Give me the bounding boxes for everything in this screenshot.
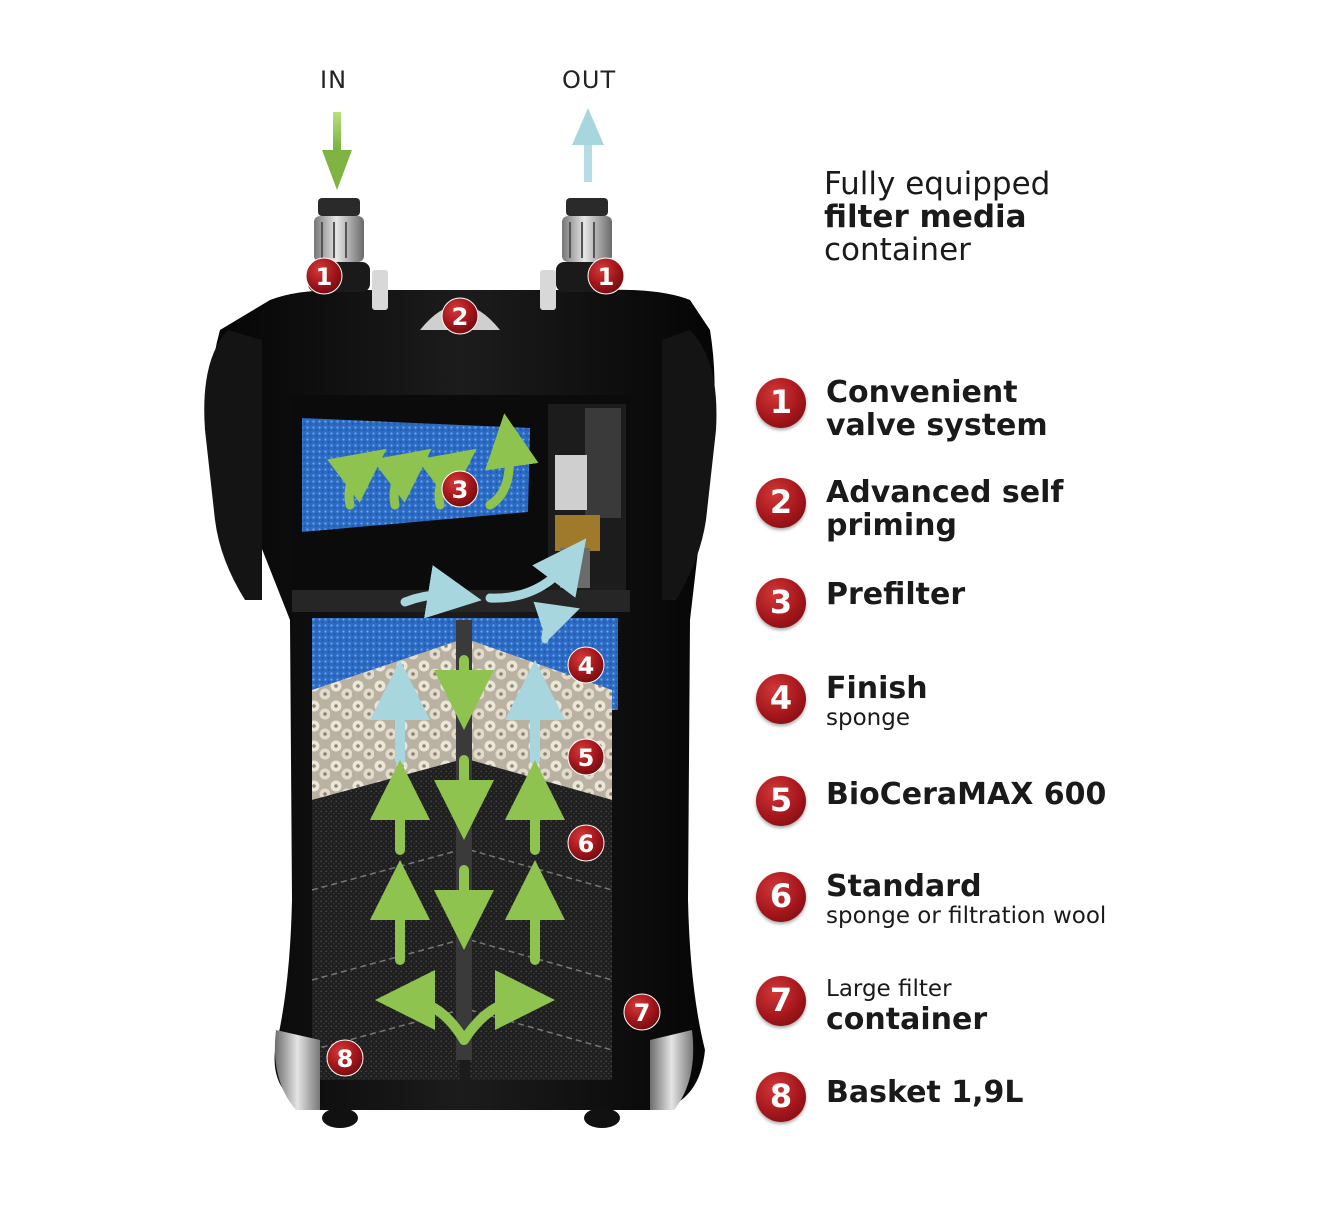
svg-text:3: 3 (452, 476, 469, 504)
legend-item-3: 3 Prefilter (756, 578, 1316, 658)
out-label: OUT (562, 66, 617, 94)
svg-text:1: 1 (598, 263, 615, 291)
marker-8: 8 (326, 1039, 364, 1077)
flow-arrows (327, 413, 587, 1045)
legend-badge-5: 5 (756, 776, 806, 826)
svg-text:8: 8 (337, 1045, 354, 1073)
legend-item-1-title2: valve system (826, 408, 1048, 443)
left-caster (322, 1108, 358, 1128)
legend-item-6-subtitle: sponge or filtration wool (826, 903, 1107, 929)
legend-badge-6: 6 (756, 872, 806, 922)
divider-plate (292, 590, 630, 612)
svg-text:5: 5 (578, 744, 595, 772)
svg-text:1: 1 (316, 263, 333, 291)
legend-badge-7: 7 (756, 976, 806, 1026)
legend-badge-2: 2 (756, 478, 806, 528)
legend-item-7: 7 Large filter container (756, 976, 1316, 1056)
marker-1-inlet: 1 (305, 257, 343, 295)
standard-sponge-left (312, 760, 460, 1080)
svg-text:4: 4 (578, 652, 595, 680)
legend-item-4-subtitle: sponge (826, 705, 910, 731)
marker-6: 6 (567, 824, 605, 862)
in-label: IN (320, 66, 348, 94)
legend-item-5: 5 BioCeraMAX 600 (756, 776, 1316, 858)
legend-badge-8: 8 (756, 1072, 806, 1122)
legend-item-4: 4 Finish sponge (756, 672, 1316, 752)
right-foot (650, 1030, 694, 1110)
legend-item-5-title: BioCeraMAX 600 (826, 777, 1107, 812)
legend-item-1-title: Convenient (826, 375, 1018, 410)
headline-line1: Fully equipped (824, 166, 1051, 202)
legend-item-3-title: Prefilter (826, 577, 966, 612)
marker-7: 7 (623, 993, 661, 1031)
marker-4: 4 (567, 646, 605, 684)
legend-item-8: 8 Basket 1,9L (756, 1072, 1316, 1156)
legend-item-1: 1 Convenient valve system (756, 376, 1316, 456)
legend-item-2-title2: priming (826, 508, 957, 543)
left-latch (372, 270, 388, 310)
marker-3: 3 (441, 470, 479, 508)
inlet-valve (308, 198, 370, 292)
left-handle (204, 330, 262, 600)
headline-line3: container (824, 232, 971, 268)
legend-item-8-title: Basket 1,9L (826, 1075, 1024, 1110)
legend-badge-1: 1 (756, 378, 806, 428)
legend-item-6: 6 Standard sponge or filtration wool (756, 870, 1316, 950)
right-handle (662, 330, 717, 600)
svg-text:6: 6 (578, 830, 595, 858)
marker-5: 5 (567, 738, 605, 776)
legend-item-7-pretitle: Large filter (826, 976, 952, 1002)
left-foot (274, 1030, 320, 1110)
right-caster (584, 1108, 620, 1128)
legend-item-2: 2 Advanced self priming (756, 476, 1316, 556)
legend-badge-3: 3 (756, 578, 806, 628)
legend-item-4-title: Finish (826, 671, 928, 706)
outflow-arrow (572, 108, 604, 182)
svg-text:2: 2 (452, 303, 469, 331)
marker-1-outlet: 1 (587, 257, 625, 295)
legend-badge-4: 4 (756, 674, 806, 724)
headline-line2: filter media (824, 199, 1027, 235)
right-latch (540, 270, 556, 310)
inflow-arrow (322, 112, 352, 190)
legend-item-2-title: Advanced self (826, 475, 1064, 510)
svg-text:7: 7 (634, 999, 651, 1027)
standard-sponge-right (470, 760, 612, 1080)
legend-item-6-title: Standard (826, 869, 982, 904)
legend-item-7-title: container (826, 1002, 988, 1037)
marker-2: 2 (441, 297, 479, 335)
headline: Fully equipped filter media container (824, 168, 1050, 267)
central-tube (456, 620, 472, 1060)
